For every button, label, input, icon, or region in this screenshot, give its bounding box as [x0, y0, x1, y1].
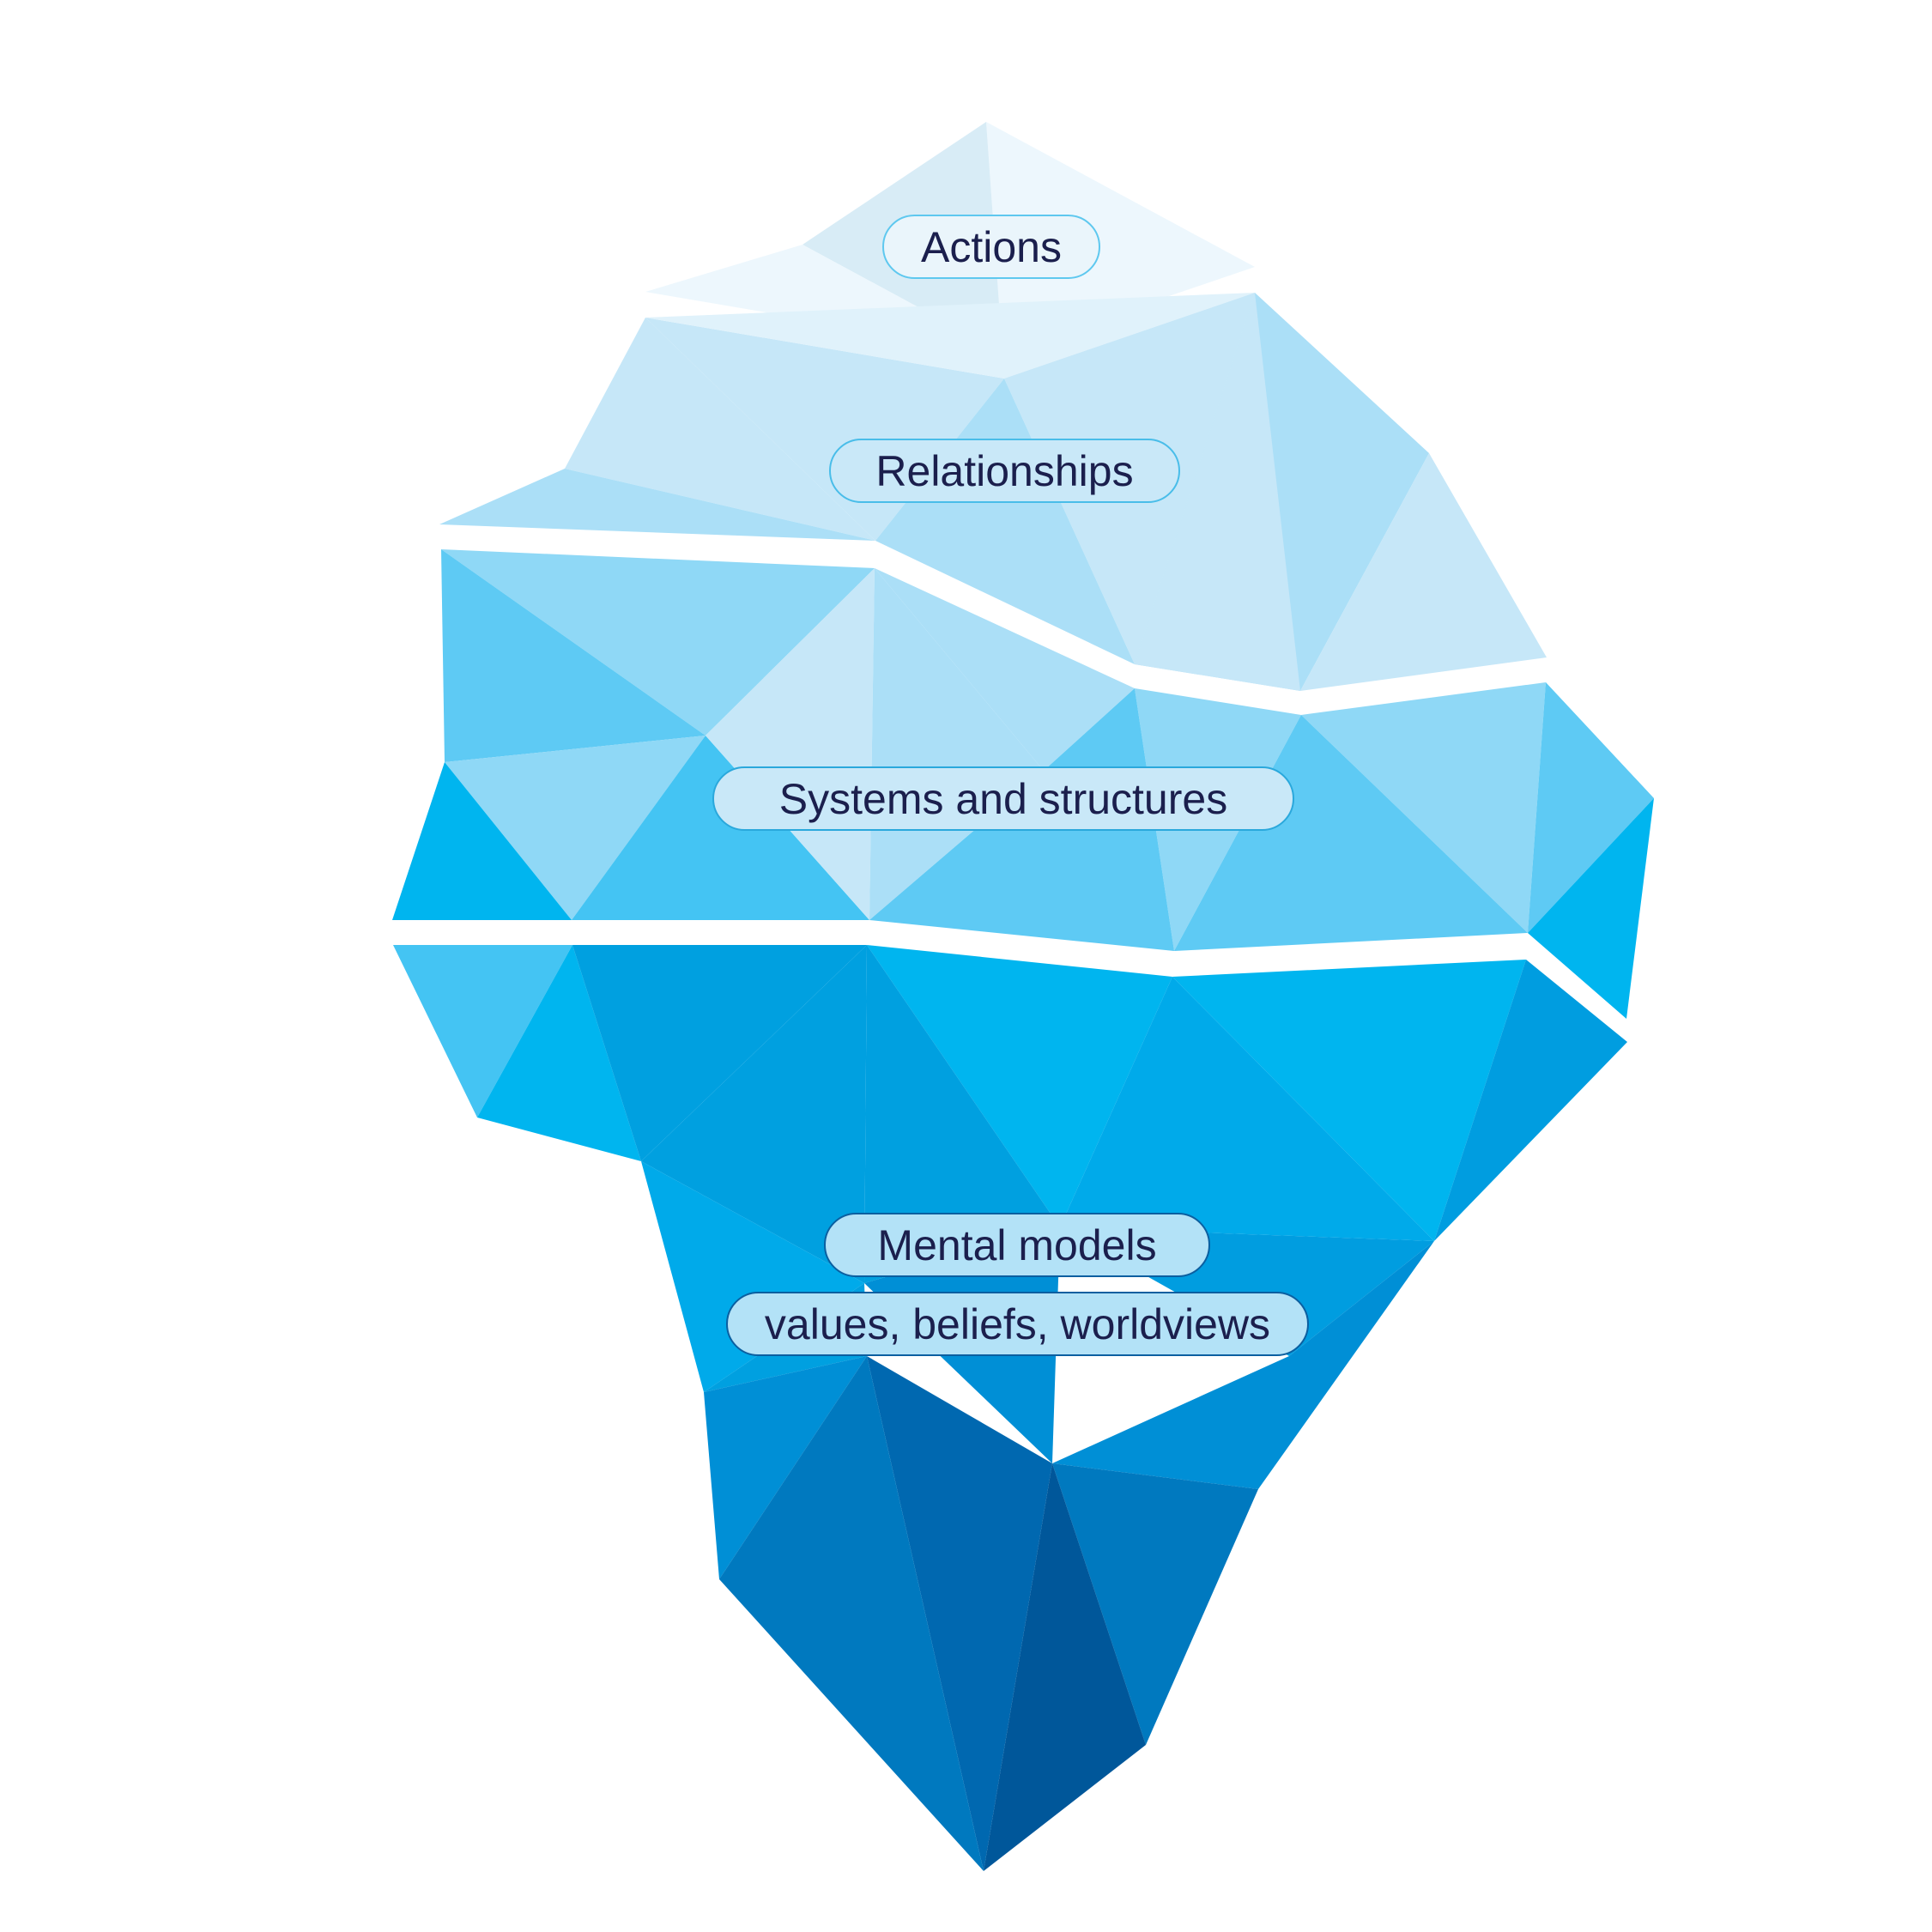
layer-deep-shape — [719, 1356, 1258, 1871]
label-mental-models: Mental models — [824, 1213, 1210, 1277]
label-mental-models-detail: values, beliefs, worldviews — [726, 1292, 1309, 1356]
layer-mental-models-shape — [393, 945, 1627, 1579]
label-actions: Actions — [882, 215, 1100, 279]
label-systems-and-structures: Systems and structures — [712, 766, 1294, 831]
layer-relationships-shape — [439, 293, 1547, 691]
label-relationships: Relationships — [829, 439, 1180, 503]
